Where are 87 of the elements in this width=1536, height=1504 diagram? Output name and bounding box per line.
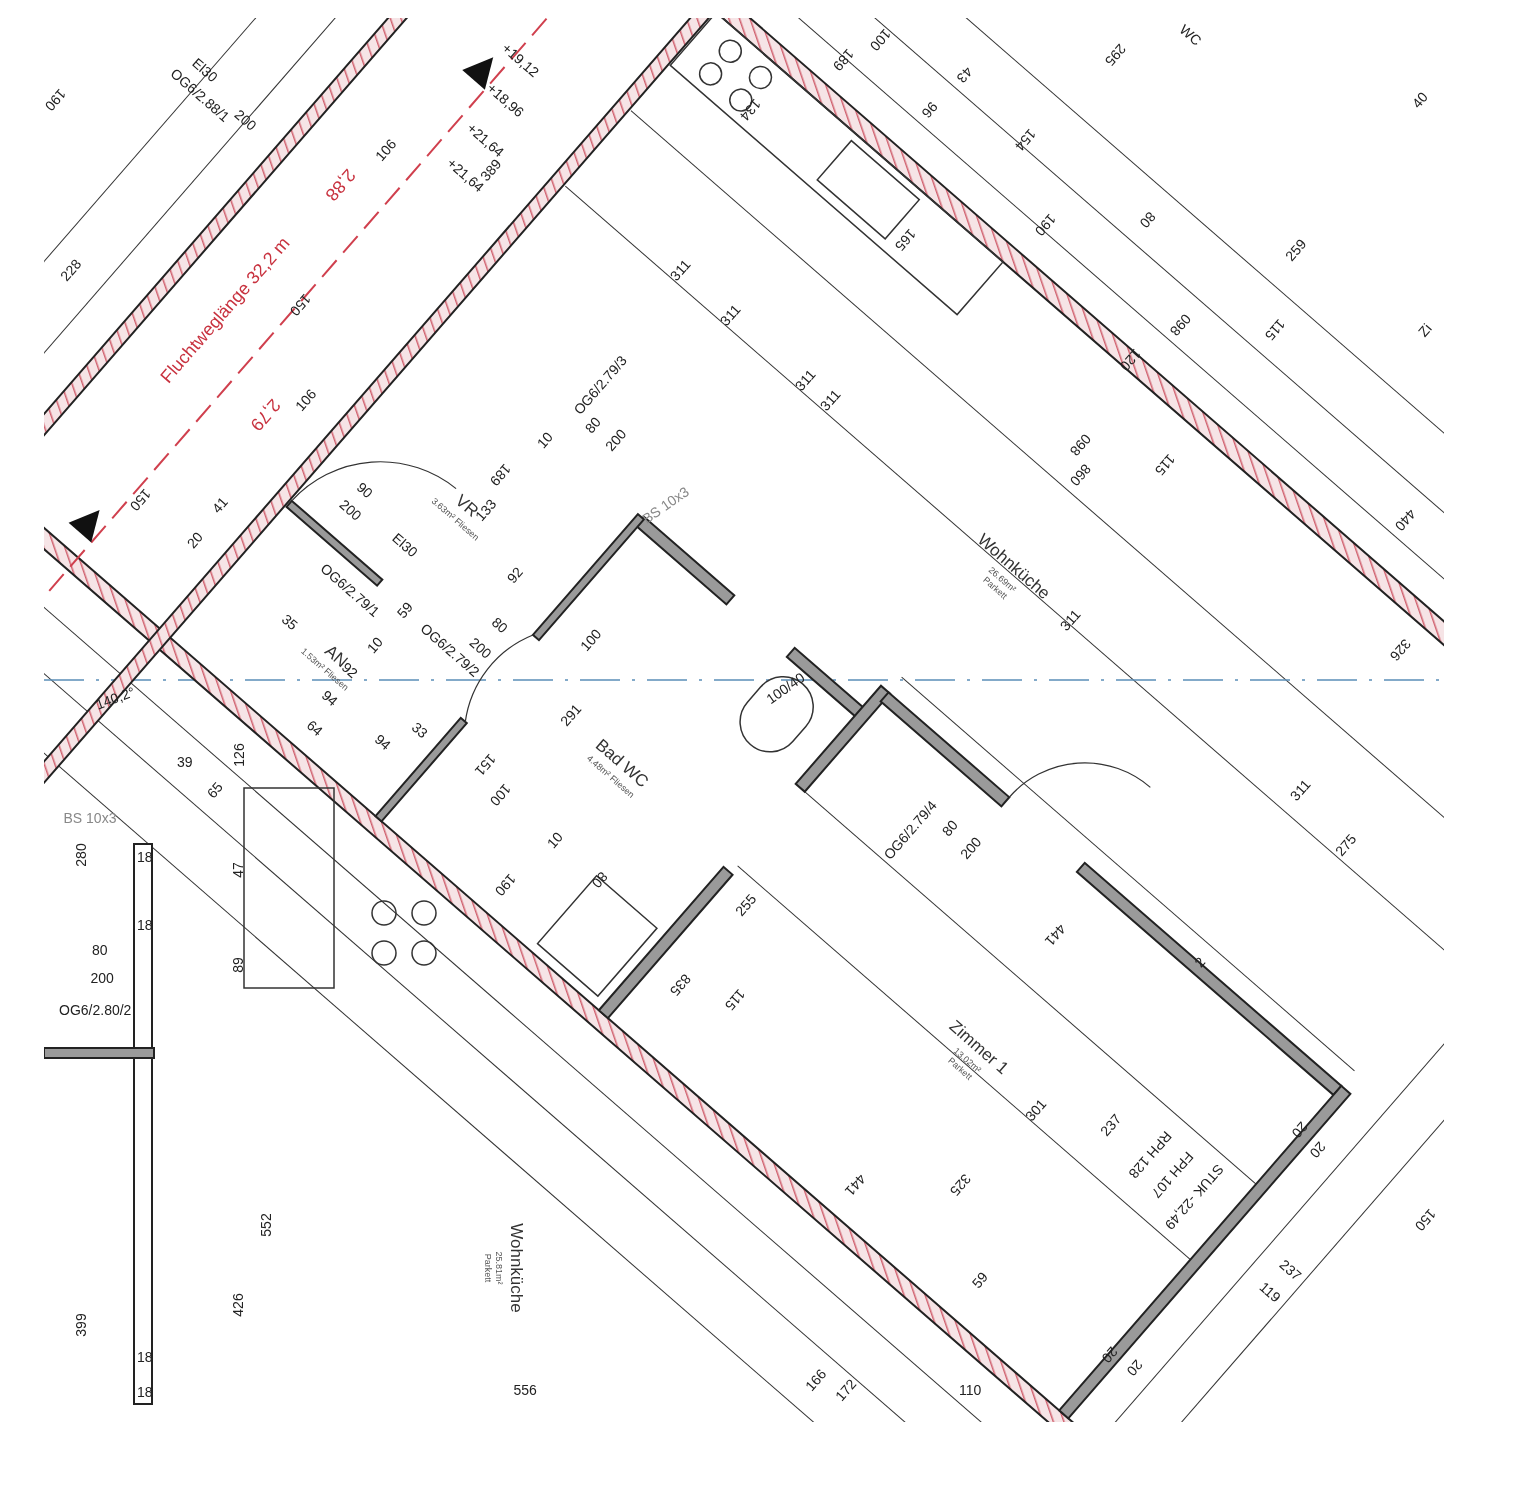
dimension-text: 115 <box>721 986 749 1014</box>
dimension-text: 59 <box>968 1268 991 1292</box>
dimension-text: 441 <box>841 1170 869 1200</box>
dimension-text: 10 <box>533 428 556 452</box>
dimension-text: 100 <box>486 780 514 810</box>
dimension-text: 64 <box>303 716 326 740</box>
dimension-text: 295 <box>1101 40 1129 70</box>
dimension-text: 259 <box>1281 235 1309 265</box>
dimension-text: 150 <box>1411 1205 1439 1235</box>
dimension-text: 59 <box>393 598 416 622</box>
dimension-text: 166 <box>801 1365 829 1395</box>
dimension-text: 440 <box>1391 505 1419 535</box>
dimension-text: 151 <box>471 750 499 780</box>
dimension-text: 190 <box>44 85 69 115</box>
dimension-text: 311 <box>1056 606 1084 634</box>
dimension-text: 311 <box>1286 776 1314 804</box>
dimension-text: 80 <box>581 413 604 437</box>
dimension-text: 80 <box>588 868 611 892</box>
dimension-text: 552 <box>257 1213 274 1237</box>
dimension-text: 80 <box>92 942 108 958</box>
dimension-text: 65 <box>203 778 226 802</box>
dimension-text: WC <box>1176 21 1205 49</box>
dimension-text: OG6/2.80/2 <box>59 1002 132 1018</box>
dimension-text: 47 <box>229 862 246 878</box>
dimension-text: 150 <box>286 290 314 320</box>
dimension-text: 94 <box>318 686 341 710</box>
dimension-text: 115 <box>1261 316 1289 344</box>
dimension-text: 325 <box>946 1170 974 1200</box>
dimension-text: 228 <box>56 255 84 285</box>
dimension-text: 33 <box>408 718 431 742</box>
dimension-text: 311 <box>666 256 694 284</box>
dimension-text: 126 <box>230 743 247 767</box>
dimension-text: 200 <box>231 106 260 134</box>
dimension-text: 20 <box>1123 1356 1146 1380</box>
dimension-text: 94 <box>371 730 394 754</box>
dimension-text: 134 <box>736 95 764 125</box>
dimension-text: 40 <box>1408 88 1431 112</box>
dimension-text: 154 <box>1011 125 1039 155</box>
dimension-text: 426 <box>229 1293 246 1317</box>
dimension-text: 106 <box>371 135 399 165</box>
note-text: BS 10x3 <box>63 810 117 826</box>
dimension-text: 39 <box>177 754 193 770</box>
dimension-text: 190 <box>1031 210 1059 240</box>
room-area-text: 25.81m² Parkett <box>482 1250 504 1287</box>
dimension-text: 41 <box>208 493 231 517</box>
dimension-text: 556 <box>513 1382 537 1398</box>
dimension-text: 20 <box>1306 1138 1329 1162</box>
dimension-text: 165 <box>891 225 919 255</box>
dimension-text: 80 <box>1136 208 1159 232</box>
dimension-text: 80 <box>488 613 511 637</box>
dimension-text: 291 <box>556 700 584 730</box>
dimension-text: 399 <box>72 1313 89 1337</box>
dimension-text: 098 <box>1166 310 1194 340</box>
dimension-text: 311 <box>716 301 744 329</box>
dimension-text: 280 <box>72 843 89 867</box>
dimension-text: 20 <box>183 528 206 552</box>
dimension-text: 43 <box>953 63 976 87</box>
dimension-text: 311 <box>791 366 819 394</box>
dimension-text: 275 <box>1331 830 1359 860</box>
dimension-text: 860 <box>1066 460 1094 490</box>
dimension-text: 200 <box>90 970 114 986</box>
dimension-text: 100 <box>576 625 604 655</box>
dimension-text: 96 <box>918 98 941 122</box>
dimension-text: Zi <box>1414 320 1435 340</box>
dimension-text: 255 <box>731 890 759 920</box>
dimension-text: 106 <box>291 385 319 415</box>
dimension-text: 172 <box>831 1375 859 1405</box>
dimension-text: 115 <box>1151 451 1179 479</box>
dimension-text: 441 <box>1041 920 1069 950</box>
dimension-text: 301 <box>1021 1095 1049 1125</box>
dimension-text: 835 <box>666 970 694 1000</box>
dimension-text: 200 <box>601 425 629 455</box>
dimension-text: 92 <box>503 563 526 587</box>
dimension-text: 150 <box>126 485 154 515</box>
dimension-text: 190 <box>491 870 519 900</box>
dimension-text: 89 <box>229 957 246 973</box>
dimension-text: 311 <box>816 386 844 414</box>
dimension-text: 35 <box>278 610 301 634</box>
dimension-text: 110 <box>959 1382 982 1398</box>
dimension-text: 189 <box>829 45 857 75</box>
dimension-text: 098 <box>1066 430 1094 460</box>
room-name: Wohnküche <box>506 1223 526 1313</box>
dimension-text: 326 <box>1386 635 1414 665</box>
dimension-text: 100 <box>866 25 894 55</box>
dimension-text: 10 <box>543 828 566 852</box>
dimension-text: 189 <box>486 460 514 490</box>
dimension-text: 10 <box>363 633 386 657</box>
